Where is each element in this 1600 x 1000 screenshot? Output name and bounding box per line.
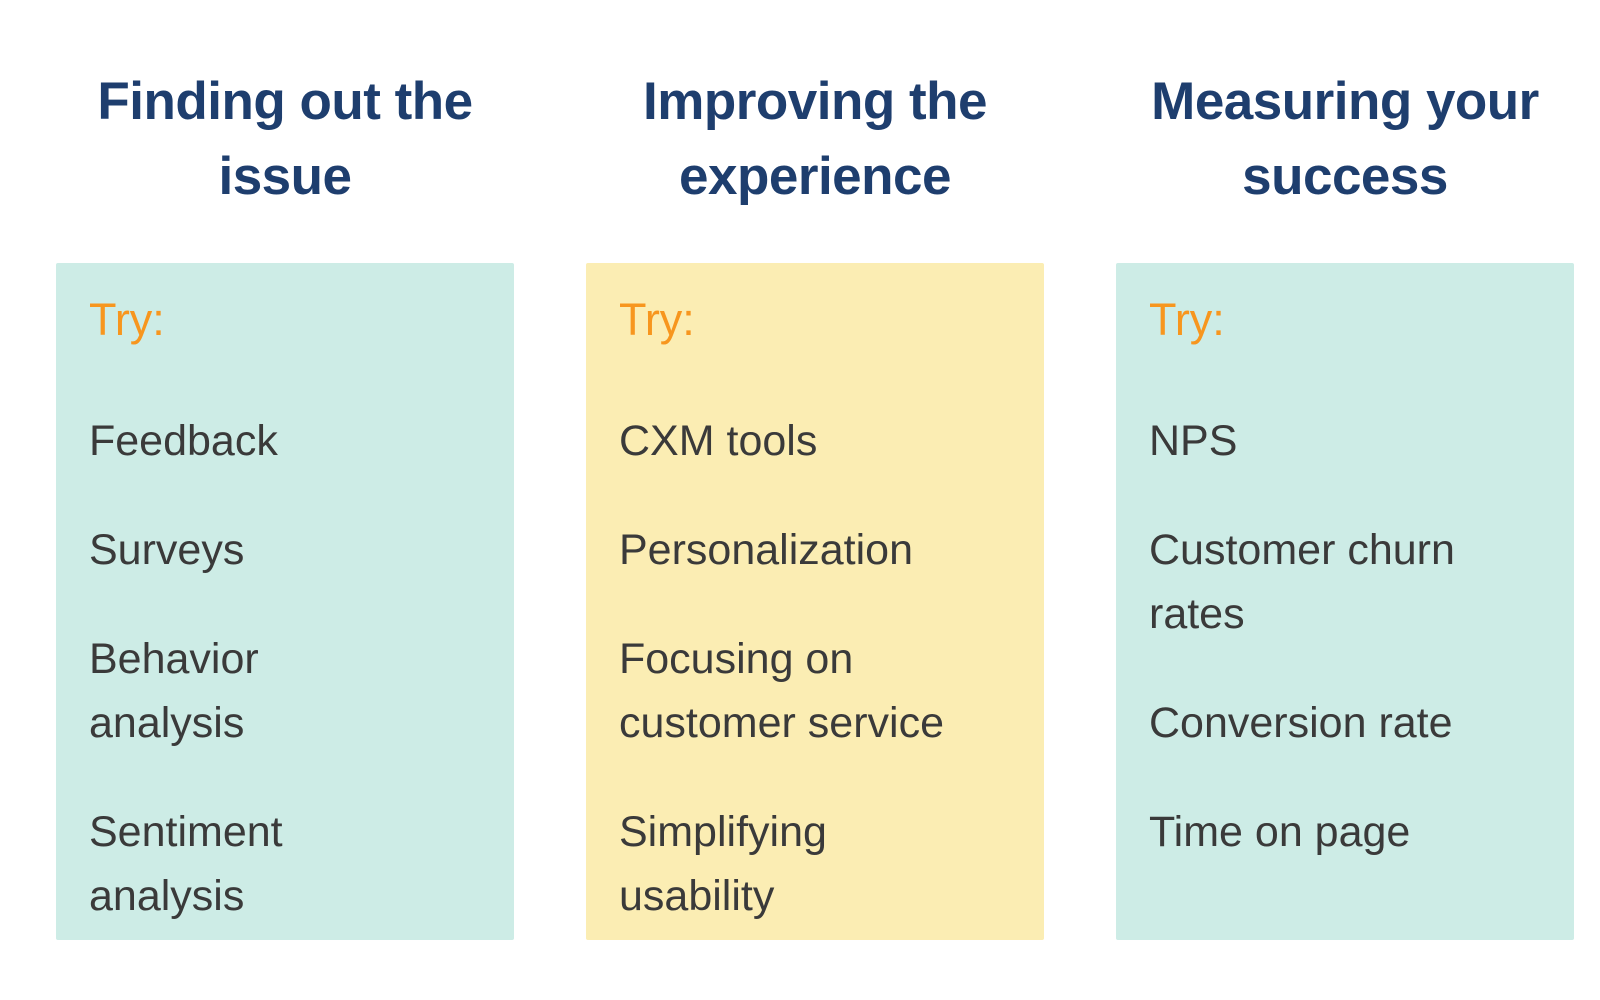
- item-list: Feedback Surveys Behavior analysis Senti…: [89, 409, 480, 928]
- try-label: Try:: [1149, 294, 1225, 345]
- column-card: Try: NPS Customer churn rates Conversion…: [1116, 263, 1574, 940]
- list-item: Feedback: [89, 417, 278, 465]
- column-measuring-your-success: Measuring your success Try: NPS Customer…: [1116, 0, 1574, 1000]
- try-label: Try:: [619, 294, 695, 345]
- column-card: Try: CXM tools Personalization Focusing …: [586, 263, 1044, 940]
- item-list: CXM tools Personalization Focusing on cu…: [619, 409, 1010, 928]
- column-improving-the-experience: Improving the experience Try: CXM tools …: [586, 0, 1044, 1000]
- column-title: Finding out the issue: [97, 72, 473, 206]
- try-label: Try:: [89, 294, 165, 345]
- column-finding-out-the-issue: Finding out the issue Try: Feedback Surv…: [56, 0, 514, 1000]
- column-card: Try: Feedback Surveys Behavior analysis …: [56, 263, 514, 940]
- list-item: Time on page: [1149, 808, 1411, 856]
- list-item: Conversion rate: [1149, 699, 1453, 747]
- list-item: Personalization: [619, 526, 914, 574]
- list-item: Simplifying usability: [619, 808, 827, 920]
- list-item: Behavior analysis: [89, 635, 259, 747]
- list-item: Focusing on customer service: [619, 635, 944, 747]
- list-item: Surveys: [89, 526, 245, 574]
- item-list: NPS Customer churn rates Conversion rate…: [1149, 409, 1540, 864]
- column-title: Measuring your success: [1151, 72, 1539, 206]
- list-item: CXM tools: [619, 417, 818, 465]
- list-item: Customer churn rates: [1149, 526, 1455, 638]
- list-item: NPS: [1149, 417, 1238, 465]
- list-item: Sentiment analysis: [89, 808, 283, 920]
- column-title: Improving the experience: [643, 72, 987, 206]
